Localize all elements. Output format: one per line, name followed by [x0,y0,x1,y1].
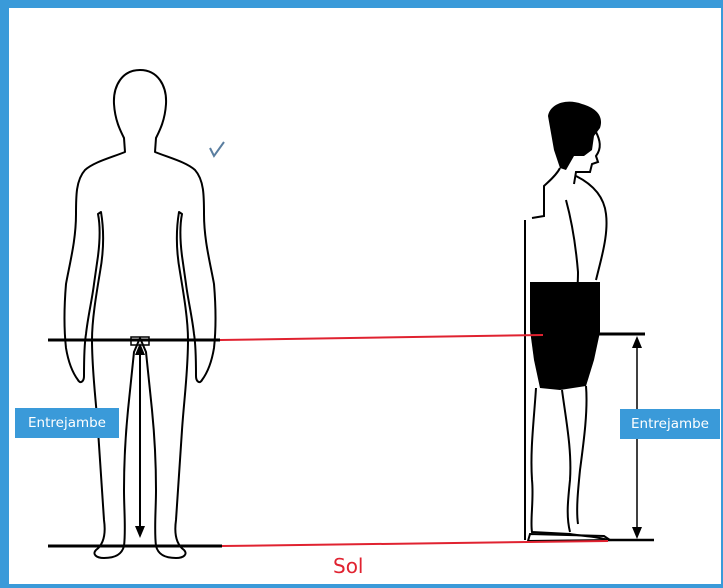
left-inseam-label: Entrejambe [15,408,119,438]
right-inseam-label: Entrejambe [620,409,720,439]
decorative-mark [210,142,224,156]
floor-guide-line [222,541,608,546]
front-inseam-arrow [131,337,149,538]
floor-label: Sol [333,554,364,578]
side-figure-icon [525,102,610,541]
crotch-guide-line [220,335,543,340]
